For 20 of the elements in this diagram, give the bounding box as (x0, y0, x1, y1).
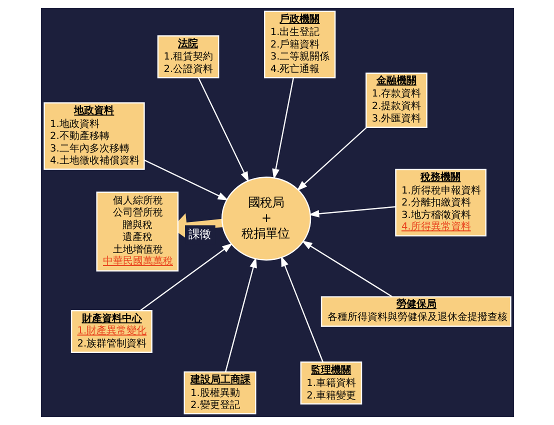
node-box: 勞健保局 各種所得資料與勞健保及退休金提撥查核 (320, 296, 511, 327)
arrow (224, 257, 256, 372)
edge-label: 課徵 (188, 227, 210, 242)
node-box: 監理機關 1.車籍資料 2.車籍變更 (300, 362, 362, 405)
node-box: 法院 1.租賃契約 2.公證資料 (156, 35, 219, 78)
arrow (301, 240, 392, 298)
arrow (308, 206, 396, 218)
node-box: 建設局工商課 1.股權異動 2.變更登記 (183, 371, 256, 414)
arrow (296, 127, 366, 191)
arrow (143, 160, 228, 200)
node-box: 財產資料中心 1.財產異常變化 2.族群管制資料 (70, 310, 152, 353)
arrow (272, 78, 294, 180)
node-box: 地政資料 1.地政資料 2.不動產移轉 3.二年內多次移轉 4.土地徵收補償資料 (43, 102, 144, 170)
node-box: 金融機關 1.存款資料 2.提款資料 3.外匯資料 (365, 72, 427, 128)
arrow (280, 256, 323, 362)
node-box: 稅務機關 1.所得稅申報資料 2.分離扣繳資料 3.地方稽徵資料 4.所得異常資料 (394, 168, 486, 236)
arrow (197, 78, 248, 182)
node-box: 戶政機關 1.出生登記 2.戶籍資料 3.二等親關係 4.死亡通報 (263, 10, 336, 78)
arrow (140, 243, 232, 311)
node-box: 個人綜所稅 公司營所稅 贈與稅 遺產稅 土地增值稅 中華民國萬萬稅 (96, 192, 178, 272)
